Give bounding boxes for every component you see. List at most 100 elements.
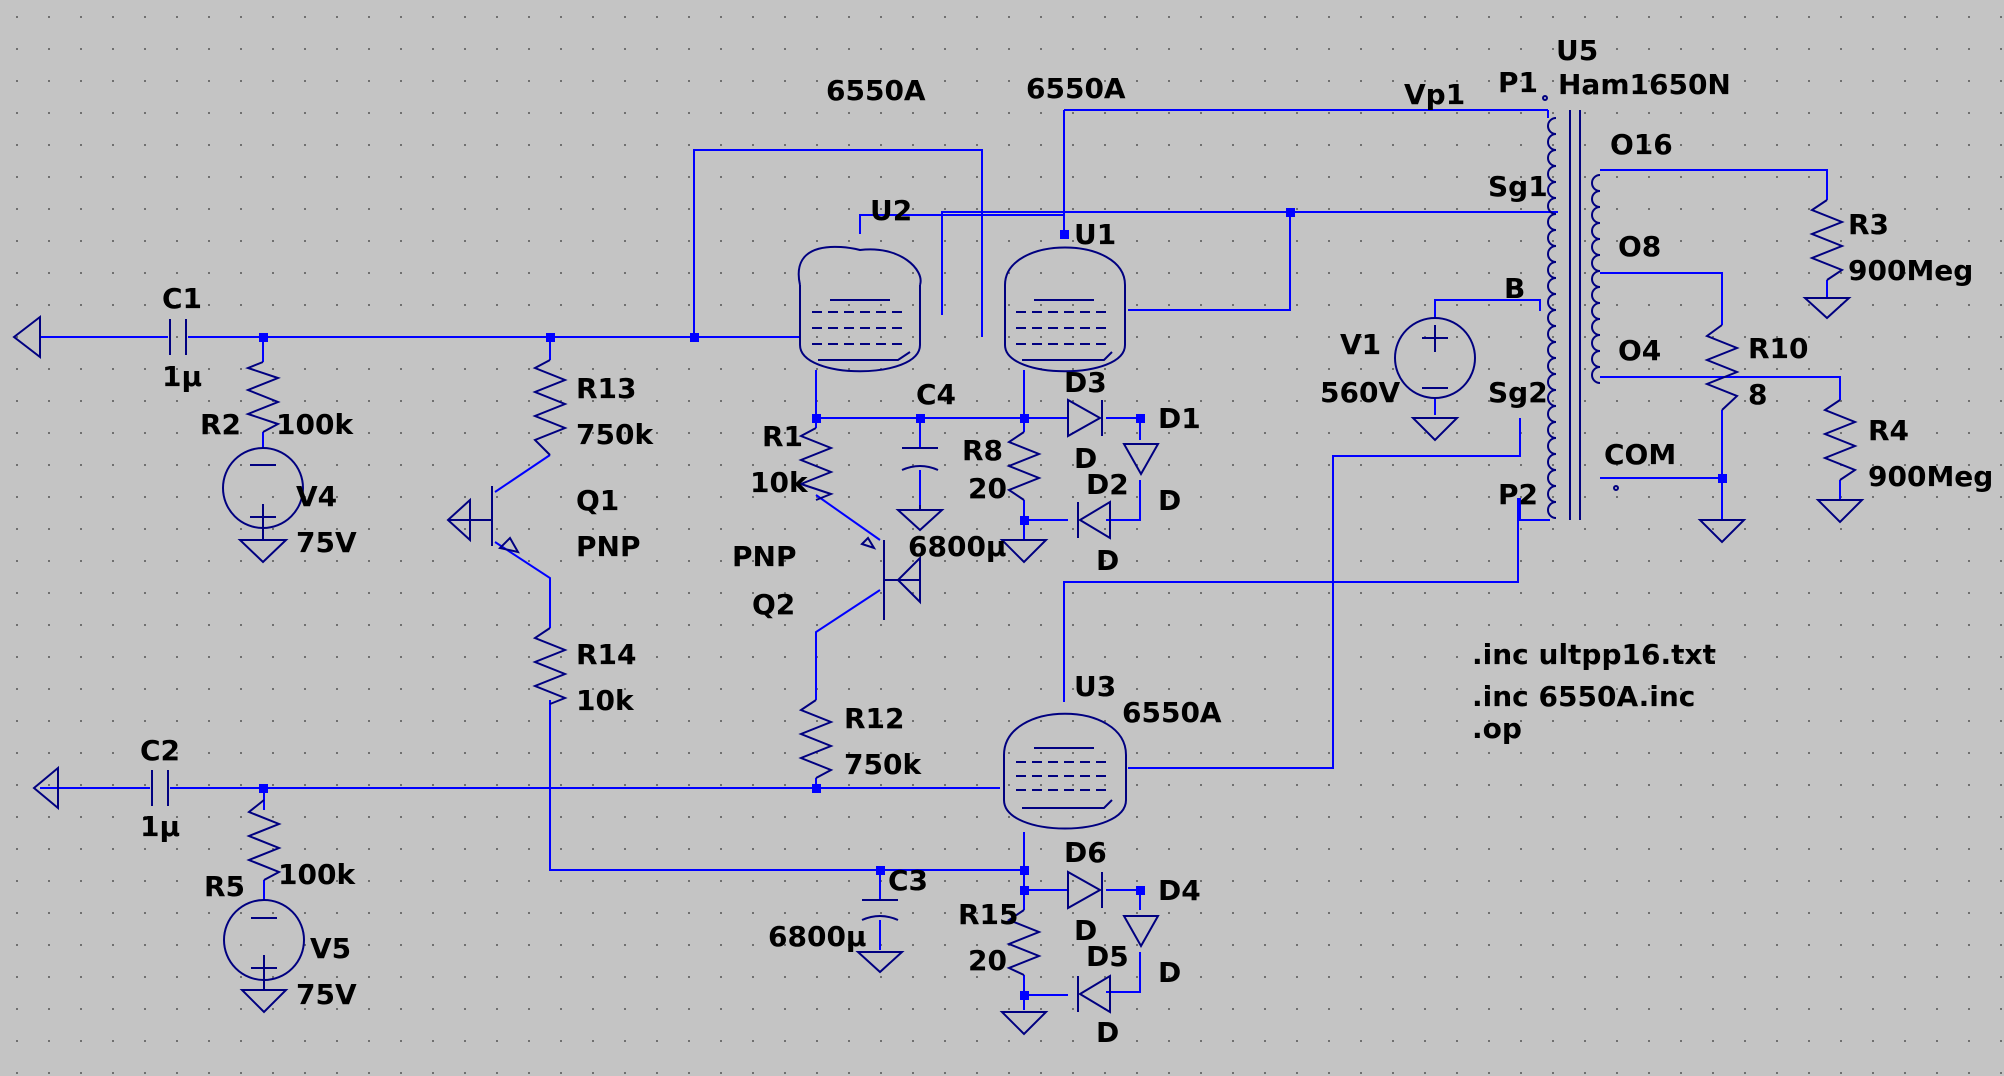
- label-r10: R10: [1748, 332, 1809, 365]
- resistor-r13[interactable]: [532, 359, 568, 456]
- label-d1-type: D: [1158, 484, 1181, 517]
- label-d2: D2: [1086, 468, 1129, 501]
- label-q2: Q2: [752, 588, 795, 621]
- label-q2-type: PNP: [732, 540, 796, 573]
- label-r15: R15: [958, 898, 1019, 931]
- label-o4: O4: [1618, 334, 1661, 367]
- label-d6: D6: [1064, 836, 1107, 869]
- transistor-q1[interactable]: [446, 486, 520, 554]
- label-c4-value: 6800µ: [908, 530, 1007, 563]
- diode-d6[interactable]: [1067, 870, 1103, 910]
- transistor-q2[interactable]: [860, 536, 921, 620]
- label-r13: R13: [576, 372, 637, 405]
- label-r10-value: 8: [1748, 378, 1767, 411]
- label-r15-value: 20: [968, 944, 1007, 977]
- voltage-source-v4[interactable]: [222, 447, 304, 530]
- resistor-r8[interactable]: [1006, 431, 1042, 501]
- capacitor-c4[interactable]: [901, 447, 939, 471]
- label-d5-type: D: [1096, 1016, 1119, 1049]
- label-r8: R8: [962, 434, 1003, 467]
- diode-d3[interactable]: [1067, 398, 1103, 438]
- ground-r15: [999, 1011, 1049, 1036]
- label-d5: D5: [1086, 940, 1129, 973]
- directive-inc-6550a[interactable]: .inc 6550A.inc: [1472, 680, 1695, 713]
- ground-r8: [999, 539, 1049, 564]
- label-v4-value: 75V: [296, 526, 357, 559]
- label-v1: V1: [1340, 328, 1381, 361]
- diode-d4[interactable]: [1122, 915, 1160, 949]
- label-c3: C3: [888, 864, 928, 897]
- label-u2-type: 6550A: [826, 74, 926, 107]
- label-v5: V5: [310, 932, 351, 965]
- label-c1-value: 1µ: [162, 360, 202, 393]
- tube-u2[interactable]: [797, 245, 922, 373]
- label-v4: V4: [296, 480, 337, 513]
- label-c4: C4: [916, 378, 956, 411]
- component-labels: C1 1µ R2 100k V4 75V R13 750k Q1 PNP R14…: [140, 34, 1993, 1049]
- label-u5-type: Ham1650N: [1558, 68, 1731, 101]
- label-r4-value: 900Meg: [1868, 460, 1993, 493]
- diode-d5[interactable]: [1077, 974, 1111, 1014]
- label-u1-type: 6550A: [1026, 72, 1126, 105]
- label-c2-value: 1µ: [140, 810, 180, 843]
- junctions: [259, 208, 1727, 1000]
- directive-op[interactable]: .op: [1472, 712, 1522, 745]
- label-d6-type: D: [1074, 914, 1097, 947]
- label-u5: U5: [1556, 34, 1598, 67]
- resistor-r14[interactable]: [532, 627, 568, 705]
- label-vp1: Vp1: [1404, 78, 1465, 111]
- label-u3: U3: [1074, 670, 1116, 703]
- ground-v4: [237, 528, 289, 564]
- label-sg2: Sg2: [1488, 376, 1548, 409]
- wires: [40, 109, 1841, 1010]
- voltage-source-v5[interactable]: [223, 899, 305, 981]
- label-r2: R2: [200, 408, 241, 441]
- label-u1: U1: [1074, 218, 1116, 251]
- label-r5: R5: [204, 870, 245, 903]
- label-d1: D1: [1158, 402, 1201, 435]
- resistor-r4[interactable]: [1822, 399, 1858, 481]
- input-port-bottom[interactable]: [32, 765, 59, 811]
- diode-d1[interactable]: [1122, 443, 1160, 477]
- capacitor-c1[interactable]: [169, 319, 187, 355]
- label-r3-value: 900Meg: [1848, 254, 1973, 287]
- label-r12-value: 750k: [844, 748, 922, 781]
- label-r2-value: 100k: [276, 408, 354, 441]
- label-v1-value: 560V: [1320, 376, 1400, 409]
- label-c2: C2: [140, 734, 180, 767]
- resistor-r1[interactable]: [798, 427, 834, 501]
- ground-v5: [239, 980, 289, 1014]
- resistor-r15[interactable]: [1006, 909, 1042, 976]
- label-d4: D4: [1158, 874, 1201, 907]
- resistor-r2[interactable]: [245, 361, 281, 433]
- diode-d2[interactable]: [1077, 500, 1111, 540]
- spice-directives[interactable]: .inc ultpp16.txt .inc 6550A.inc .op: [1472, 638, 1716, 745]
- ground-r4: [1815, 499, 1865, 524]
- ground-v1: [1410, 417, 1460, 442]
- label-d3: D3: [1064, 366, 1107, 399]
- label-r5-value: 100k: [278, 858, 356, 891]
- resistor-r5[interactable]: [246, 799, 282, 881]
- label-p1: P1: [1498, 66, 1538, 99]
- resistor-r10[interactable]: [1704, 324, 1740, 411]
- input-port-top[interactable]: [12, 314, 41, 360]
- resistor-r3[interactable]: [1809, 199, 1845, 281]
- tube-u3[interactable]: [1003, 712, 1127, 830]
- ground-c4: [895, 505, 945, 532]
- label-v5-value: 75V: [296, 978, 357, 1011]
- voltage-source-v1[interactable]: [1394, 317, 1476, 399]
- directive-inc-ultpp16[interactable]: .inc ultpp16.txt: [1472, 638, 1716, 671]
- label-c3-value: 6800µ: [768, 920, 867, 953]
- tube-u1[interactable]: [1004, 246, 1126, 373]
- transformer-u5[interactable]: [1542, 95, 1619, 520]
- label-p2: P2: [1498, 478, 1538, 511]
- label-r13-value: 750k: [576, 418, 654, 451]
- label-u2: U2: [870, 194, 912, 227]
- capacitor-c2[interactable]: [151, 770, 169, 806]
- resistor-r12[interactable]: [798, 699, 834, 779]
- label-q1: Q1: [576, 484, 619, 517]
- label-r1-value: 10k: [750, 466, 809, 499]
- label-r8-value: 20: [968, 472, 1007, 505]
- capacitor-c3[interactable]: [861, 899, 899, 921]
